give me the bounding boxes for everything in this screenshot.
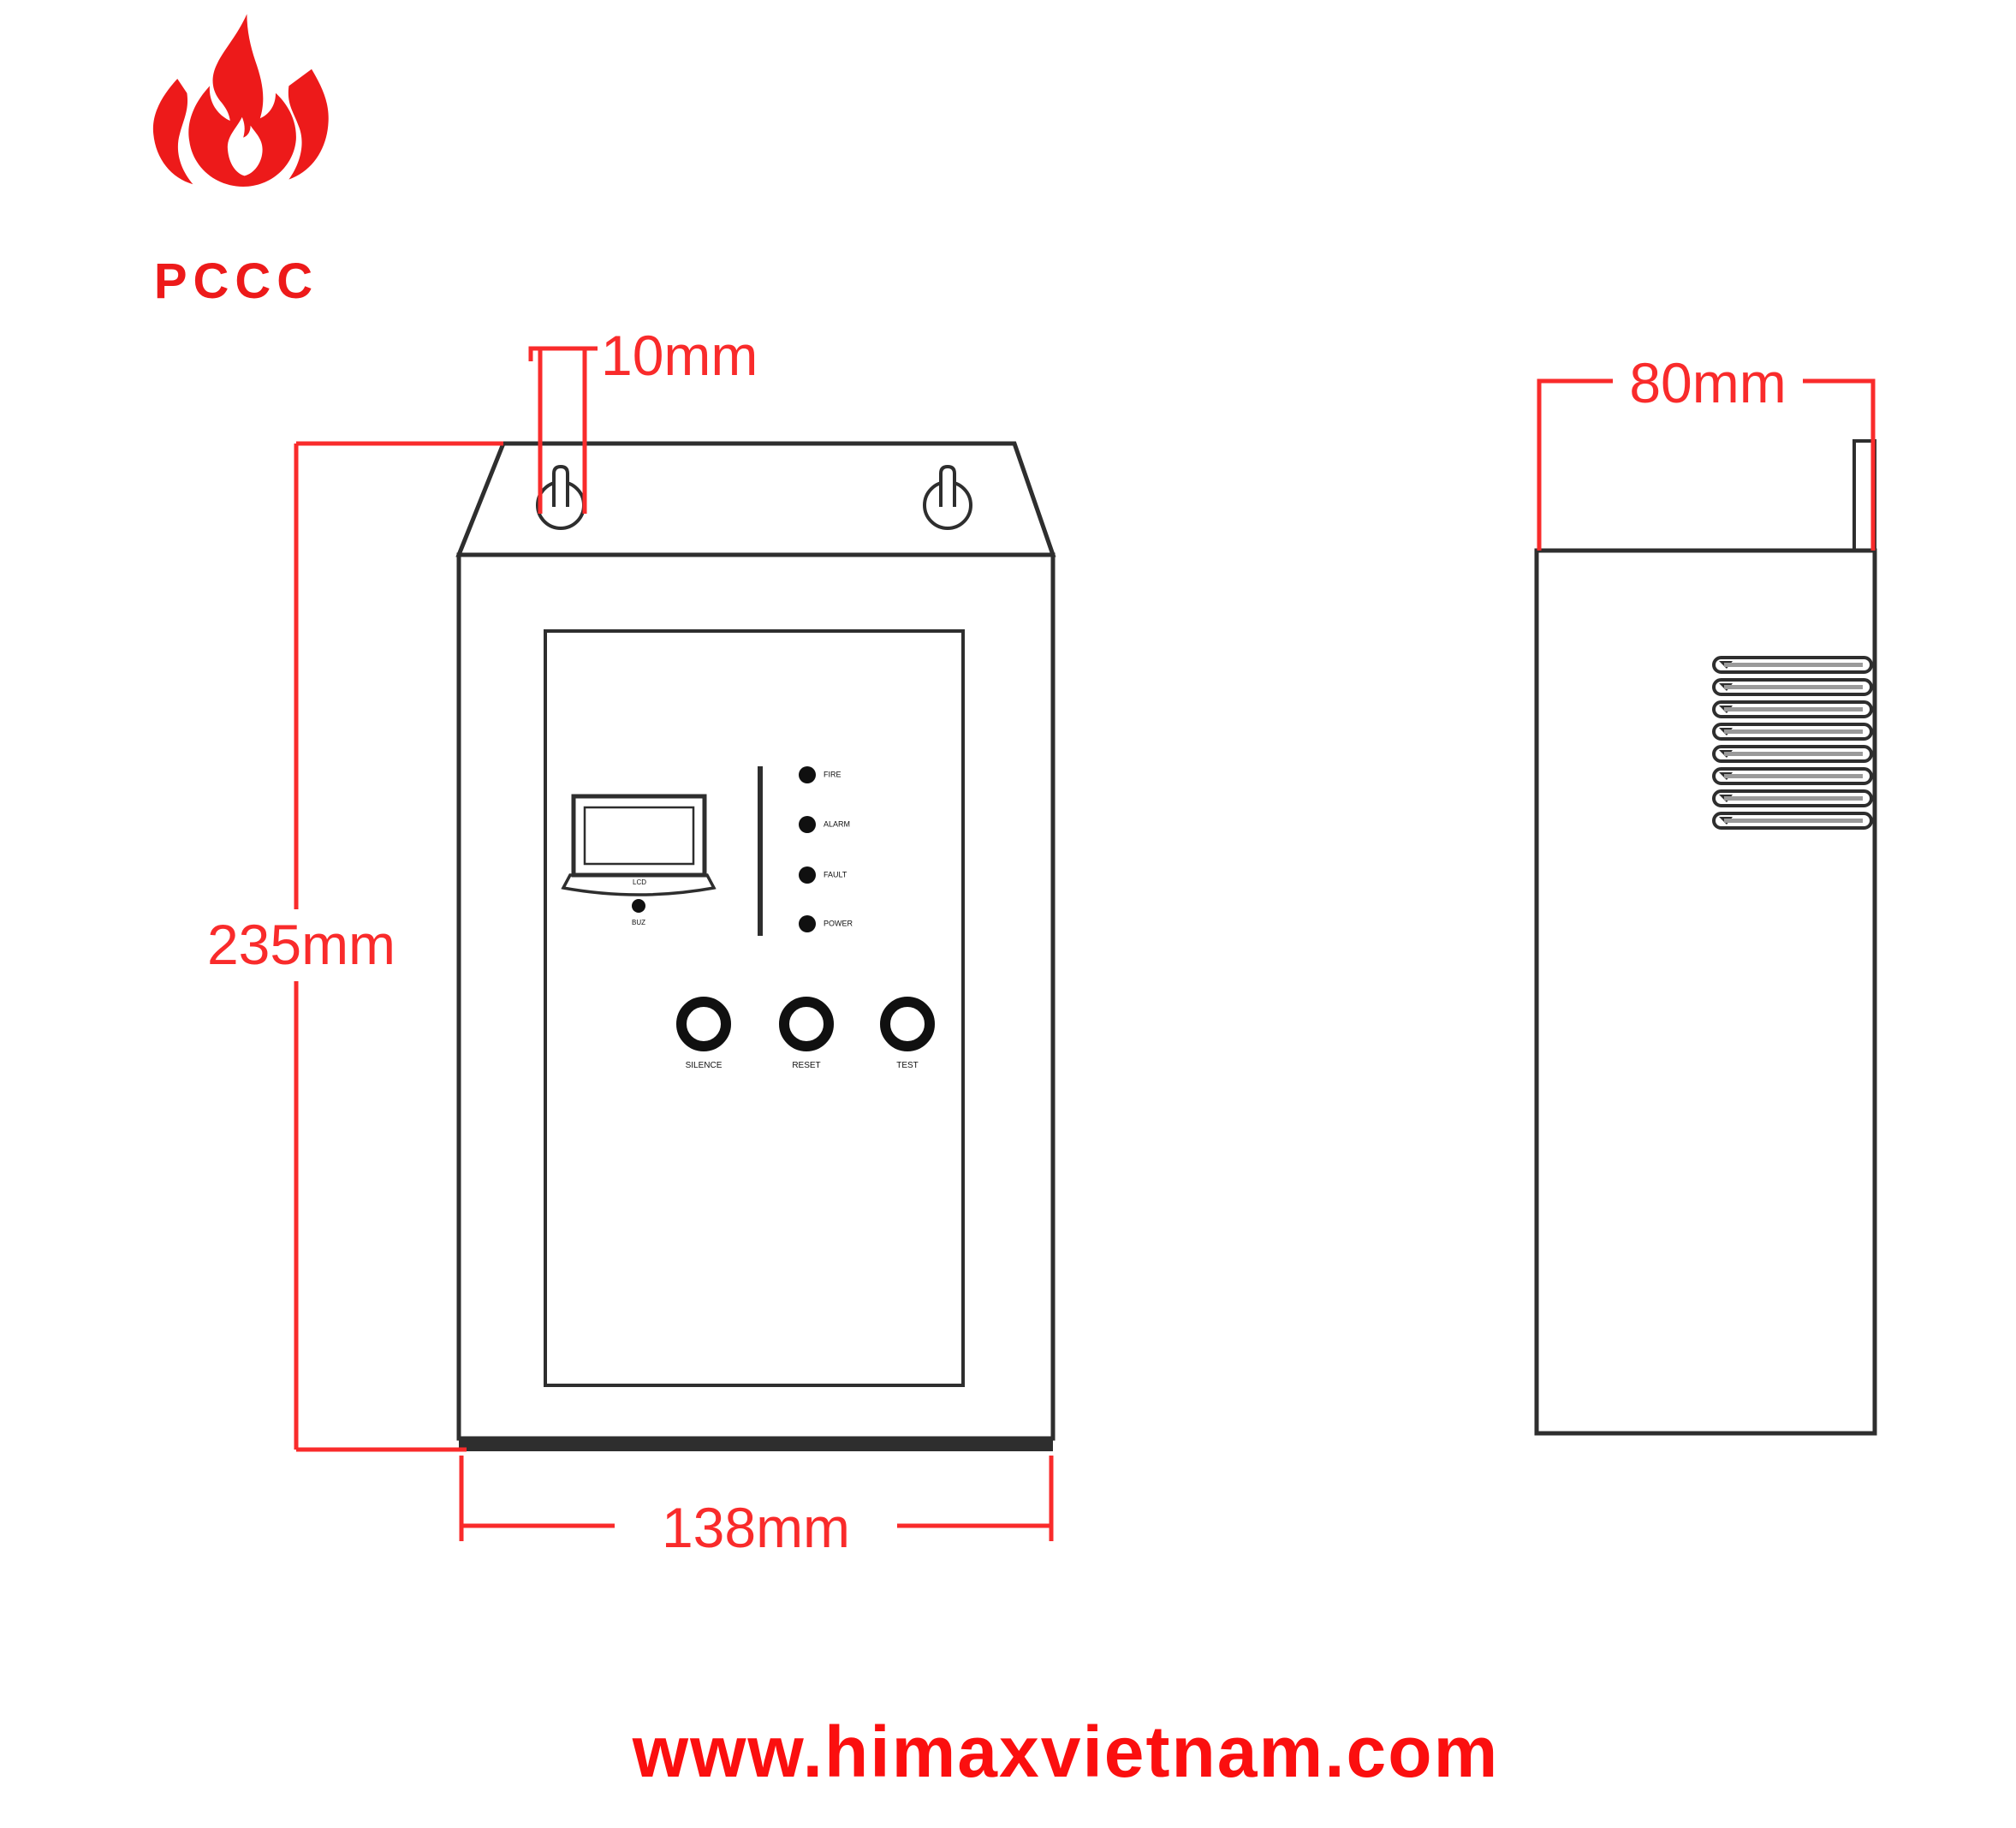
vent-louver: [1712, 789, 1873, 807]
enclosure-bottom-band: [459, 1439, 1053, 1451]
dim-line-width: [459, 1456, 1054, 1541]
status-led-4: [799, 915, 816, 932]
side-view: [1534, 439, 1877, 1436]
led-label-4: POWER: [824, 919, 853, 928]
enclosure-body: [456, 552, 1056, 1441]
dim-hole-offset-label: 10mm: [601, 324, 758, 387]
led-label-2: ALARM: [824, 819, 851, 829]
dim-line-height: [294, 441, 503, 1452]
brand-text: PCCC: [153, 253, 319, 309]
led-label-3: FAULT: [824, 870, 847, 879]
vent-louver: [1712, 678, 1873, 696]
display-base: [561, 873, 717, 896]
status-led-1: [799, 766, 816, 783]
dimension-lines: [294, 346, 1876, 1541]
display-screen: [561, 794, 717, 913]
vent-louver: [1712, 745, 1873, 763]
dim-line-depth: [1537, 378, 1876, 551]
status-led-3: [799, 866, 816, 884]
button-label-silence: SILENCE: [685, 1061, 723, 1070]
flame-center: [188, 14, 296, 188]
button-silence: [676, 997, 731, 1051]
button-label-reset: RESET: [792, 1061, 821, 1070]
vent-louver: [1712, 812, 1873, 830]
inner-panel: [544, 629, 965, 1387]
front-view: [455, 441, 1056, 1451]
flame-inner-cutout: [227, 116, 263, 176]
flame-icon: [152, 14, 329, 188]
keyhole-left: [536, 464, 586, 530]
status-led-2: [799, 816, 816, 833]
website-text: www.himaxvietnam.com: [632, 1712, 1500, 1792]
button-label-test: TEST: [896, 1061, 919, 1070]
keyhole-right: [923, 464, 972, 530]
vent-louver: [1712, 656, 1873, 674]
buzzer-dot: [632, 899, 645, 913]
dim-height-label: 235mm: [206, 913, 396, 976]
led-label-1: FIRE: [824, 770, 841, 779]
vent-louver: [1712, 723, 1873, 741]
side-body: [1534, 548, 1877, 1436]
buzzer-label: BUZ: [632, 919, 645, 926]
dim-width-label: 138mm: [661, 1496, 851, 1559]
flame-right: [288, 68, 329, 180]
button-reset: [779, 997, 834, 1051]
dim-line-hole-offset: [528, 346, 598, 514]
display-base-label: LCD: [632, 878, 647, 886]
flame-left: [152, 79, 193, 185]
vent-louver: [1712, 767, 1873, 785]
dim-depth-label: 80mm: [1629, 351, 1787, 414]
vent-louver: [1712, 700, 1873, 718]
vent-louvers: [1712, 656, 1873, 830]
button-test: [880, 997, 935, 1051]
